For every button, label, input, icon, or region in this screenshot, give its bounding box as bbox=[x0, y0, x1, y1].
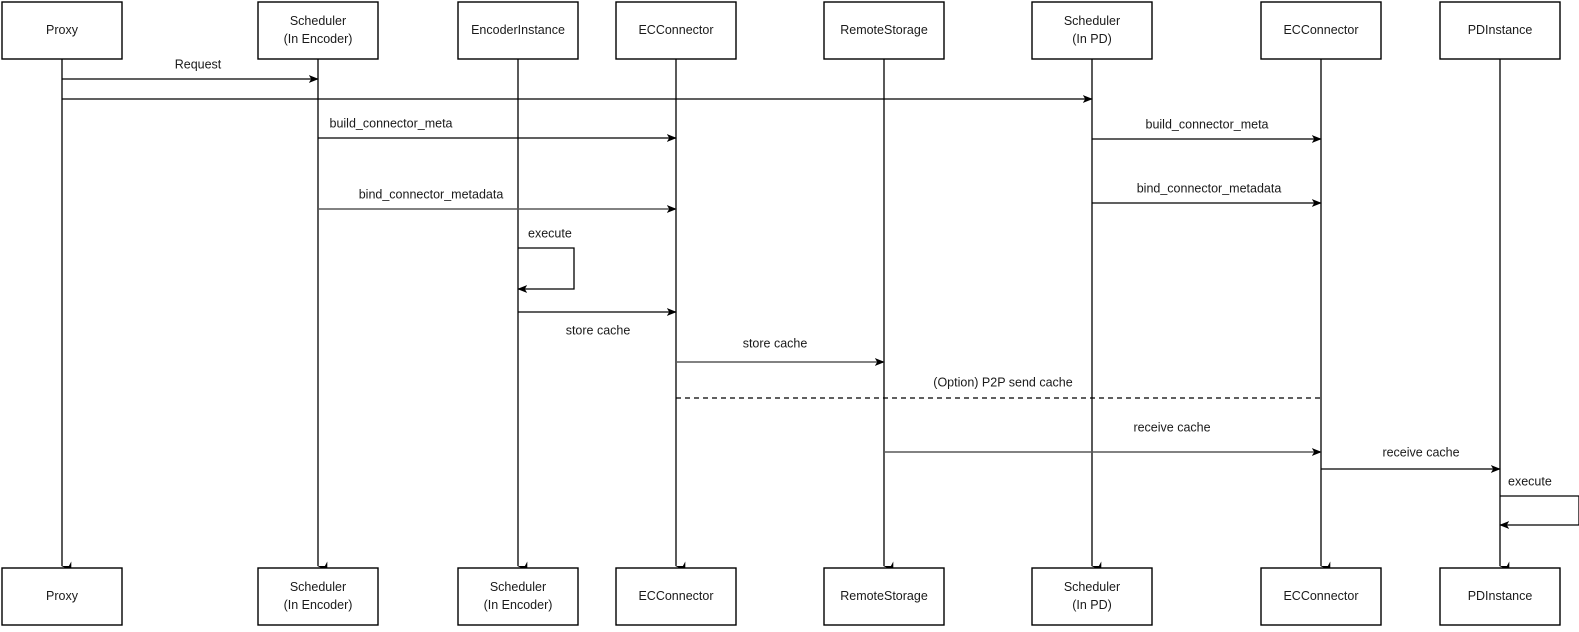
participant-box-top-label-line1: ECConnector bbox=[1283, 23, 1358, 37]
participant-box-top-proxy[interactable]: Proxy bbox=[1, 1, 123, 60]
participant-box-top-ecconnector-enc[interactable]: ECConnector bbox=[615, 1, 737, 60]
participant-box-bottom-encoder-instance[interactable]: Scheduler (In Encoder) bbox=[457, 567, 579, 626]
participant-box-bottom-proxy[interactable]: Proxy bbox=[1, 567, 123, 626]
participant-box-bottom-remote-storage[interactable]: RemoteStorage bbox=[823, 567, 945, 626]
self-messages-layer bbox=[517, 247, 1579, 529]
message-label-m10: receive cache bbox=[1133, 420, 1210, 434]
self-message-loop-s2 bbox=[1499, 495, 1579, 529]
participant-box-top-label-line1: EncoderInstance bbox=[471, 23, 565, 37]
message-label-m1: Request bbox=[175, 57, 222, 71]
participant-box-top-label-line1: RemoteStorage bbox=[840, 23, 928, 37]
top-participant-boxes: Proxy Scheduler (In Encoder) EncoderInstanc… bbox=[1, 1, 1561, 60]
messages-layer bbox=[62, 75, 1501, 473]
participant-box-top-pd-instance[interactable]: PDInstance bbox=[1439, 1, 1561, 60]
participant-box-top-encoder-instance[interactable]: EncoderInstance bbox=[457, 1, 579, 60]
participant-box-bottom-label-line1: ECConnector bbox=[638, 589, 713, 603]
participant-box-top-label-line1: Scheduler bbox=[1064, 14, 1120, 28]
participant-box-bottom-ecconnector-enc[interactable]: ECConnector bbox=[615, 567, 737, 626]
participant-box-bottom-label-line1: Proxy bbox=[46, 589, 79, 603]
participant-box-top-ecconnector-pd[interactable]: ECConnector bbox=[1260, 1, 1382, 60]
participant-box-top-label-line1: Scheduler bbox=[290, 14, 346, 28]
participant-box-top-remote-storage[interactable]: RemoteStorage bbox=[823, 1, 945, 60]
participant-box-bottom-pd-instance[interactable]: PDInstance bbox=[1439, 567, 1561, 626]
participant-box-bottom-label-line1: PDInstance bbox=[1468, 589, 1533, 603]
participant-box-top-label-line2: (In Encoder) bbox=[284, 32, 353, 46]
participant-box-bottom-label-line2: (In Encoder) bbox=[284, 598, 353, 612]
participant-box-top-label-line1: Proxy bbox=[46, 23, 79, 37]
participant-box-top-label-line2: (In PD) bbox=[1072, 32, 1112, 46]
participant-box-bottom-label-line2: (In Encoder) bbox=[484, 598, 553, 612]
participant-box-top-sched-pd[interactable]: Scheduler (In PD) bbox=[1031, 1, 1153, 60]
message-label-m5: bind_connector_metadata bbox=[359, 187, 504, 201]
message-label-m7: store cache bbox=[566, 323, 631, 337]
self-message-label-s1: execute bbox=[528, 226, 572, 240]
participant-box-bottom-label-line1: Scheduler bbox=[290, 580, 346, 594]
participant-box-bottom-sched-pd[interactable]: Scheduler (In PD) bbox=[1031, 567, 1153, 626]
participant-box-top-sched-encoder[interactable]: Scheduler (In Encoder) bbox=[257, 1, 379, 60]
participant-box-bottom-label-line1: ECConnector bbox=[1283, 589, 1358, 603]
bottom-participant-boxes: Proxy Scheduler (In Encoder) Scheduler (In E… bbox=[1, 567, 1561, 626]
lifelines-layer bbox=[61, 59, 1510, 571]
message-label-m9: (Option) P2P send cache bbox=[933, 375, 1072, 389]
participant-box-bottom-label-line1: RemoteStorage bbox=[840, 589, 928, 603]
message-label-m8: store cache bbox=[743, 336, 808, 350]
self-message-loop-s1 bbox=[517, 247, 575, 293]
message-label-m4: build_connector_meta bbox=[1146, 117, 1269, 131]
participant-box-top-label-line1: ECConnector bbox=[638, 23, 713, 37]
message-label-m6: bind_connector_metadata bbox=[1137, 181, 1282, 195]
participant-box-bottom-label-line1: Scheduler bbox=[490, 580, 546, 594]
self-message-label-s2: execute bbox=[1508, 474, 1552, 488]
message-label-m3: build_connector_meta bbox=[330, 116, 453, 130]
participant-box-bottom-label-line2: (In PD) bbox=[1072, 598, 1112, 612]
participant-box-bottom-sched-encoder[interactable]: Scheduler (In Encoder) bbox=[257, 567, 379, 626]
participant-box-bottom-ecconnector-pd[interactable]: ECConnector bbox=[1260, 567, 1382, 626]
message-labels-layer: Request build_connector_meta build_connect… bbox=[175, 57, 1552, 488]
participant-box-bottom-label-line1: Scheduler bbox=[1064, 580, 1120, 594]
message-label-m11: receive cache bbox=[1382, 445, 1459, 459]
participant-box-top-label-line1: PDInstance bbox=[1468, 23, 1533, 37]
